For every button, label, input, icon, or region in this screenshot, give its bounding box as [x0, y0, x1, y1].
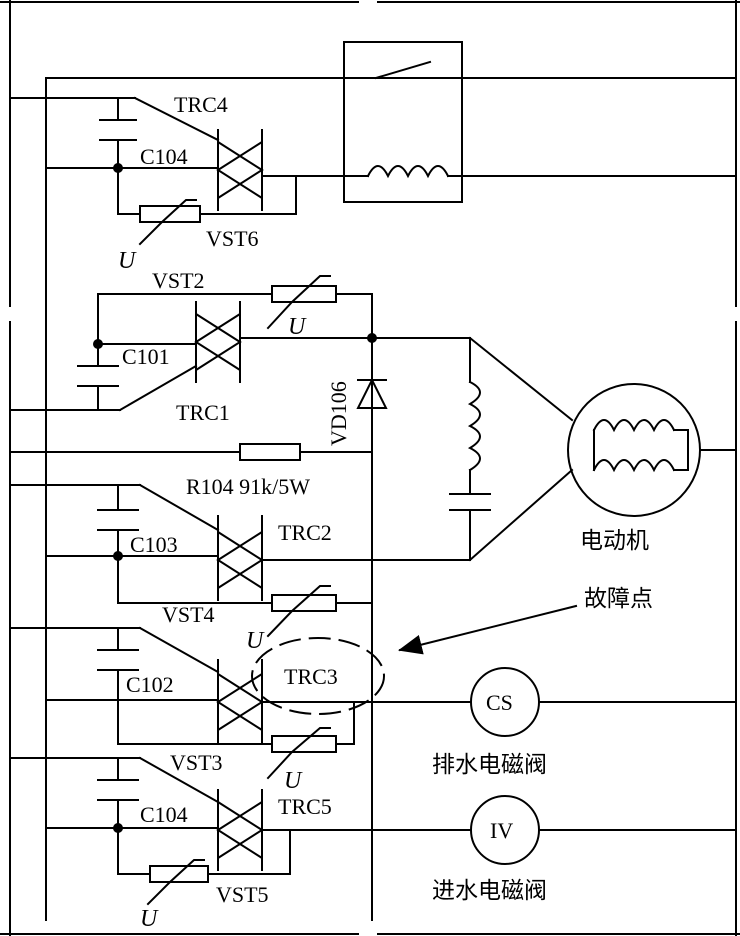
relay	[343, 41, 737, 203]
label-c101: C101	[122, 344, 170, 369]
label-inlet-valve: 进水电磁阀	[432, 878, 547, 904]
input-leads	[9, 97, 241, 759]
trc5-block	[45, 756, 737, 906]
label-u-vst3: U	[284, 768, 303, 794]
label-r104: R104 91k/5W	[186, 474, 310, 499]
label-vst2: VST2	[152, 268, 205, 293]
label-u-vst4: U	[246, 628, 265, 654]
label-u-vst2: U	[288, 314, 307, 340]
label-fault-point: 故障点	[584, 586, 653, 612]
label-u-vst6: U	[118, 248, 137, 274]
label-trc2: TRC2	[278, 520, 332, 545]
label-c103: C103	[130, 532, 178, 557]
label-c102: C102	[126, 672, 174, 697]
label-vst4: VST4	[162, 602, 215, 627]
label-c104-top: C104	[140, 144, 188, 169]
label-cs: CS	[486, 690, 513, 715]
label-trc4: TRC4	[174, 92, 228, 117]
label-motor: 电动机	[580, 528, 649, 554]
label-vst6: VST6	[206, 226, 259, 251]
label-vst3: VST3	[170, 750, 223, 775]
label-drain-valve: 排水电磁阀	[432, 752, 547, 778]
label-c104-bottom: C104	[140, 802, 188, 827]
trc1-block	[77, 275, 471, 461]
label-trc5: TRC5	[278, 794, 332, 819]
trc2-block	[45, 483, 471, 638]
motor-network	[449, 336, 737, 562]
labels: TRC4 C104 VST6 U VST2 U C101 TRC1 VD106 …	[118, 92, 653, 932]
label-trc1: TRC1	[176, 400, 230, 425]
trc4-block	[45, 96, 345, 246]
label-u-vst5: U	[140, 906, 159, 932]
label-iv: IV	[490, 818, 513, 843]
label-vd106: VD106	[326, 381, 351, 446]
label-vst5: VST5	[216, 882, 269, 907]
trc3-block	[45, 604, 737, 780]
label-trc3: TRC3	[284, 664, 338, 689]
